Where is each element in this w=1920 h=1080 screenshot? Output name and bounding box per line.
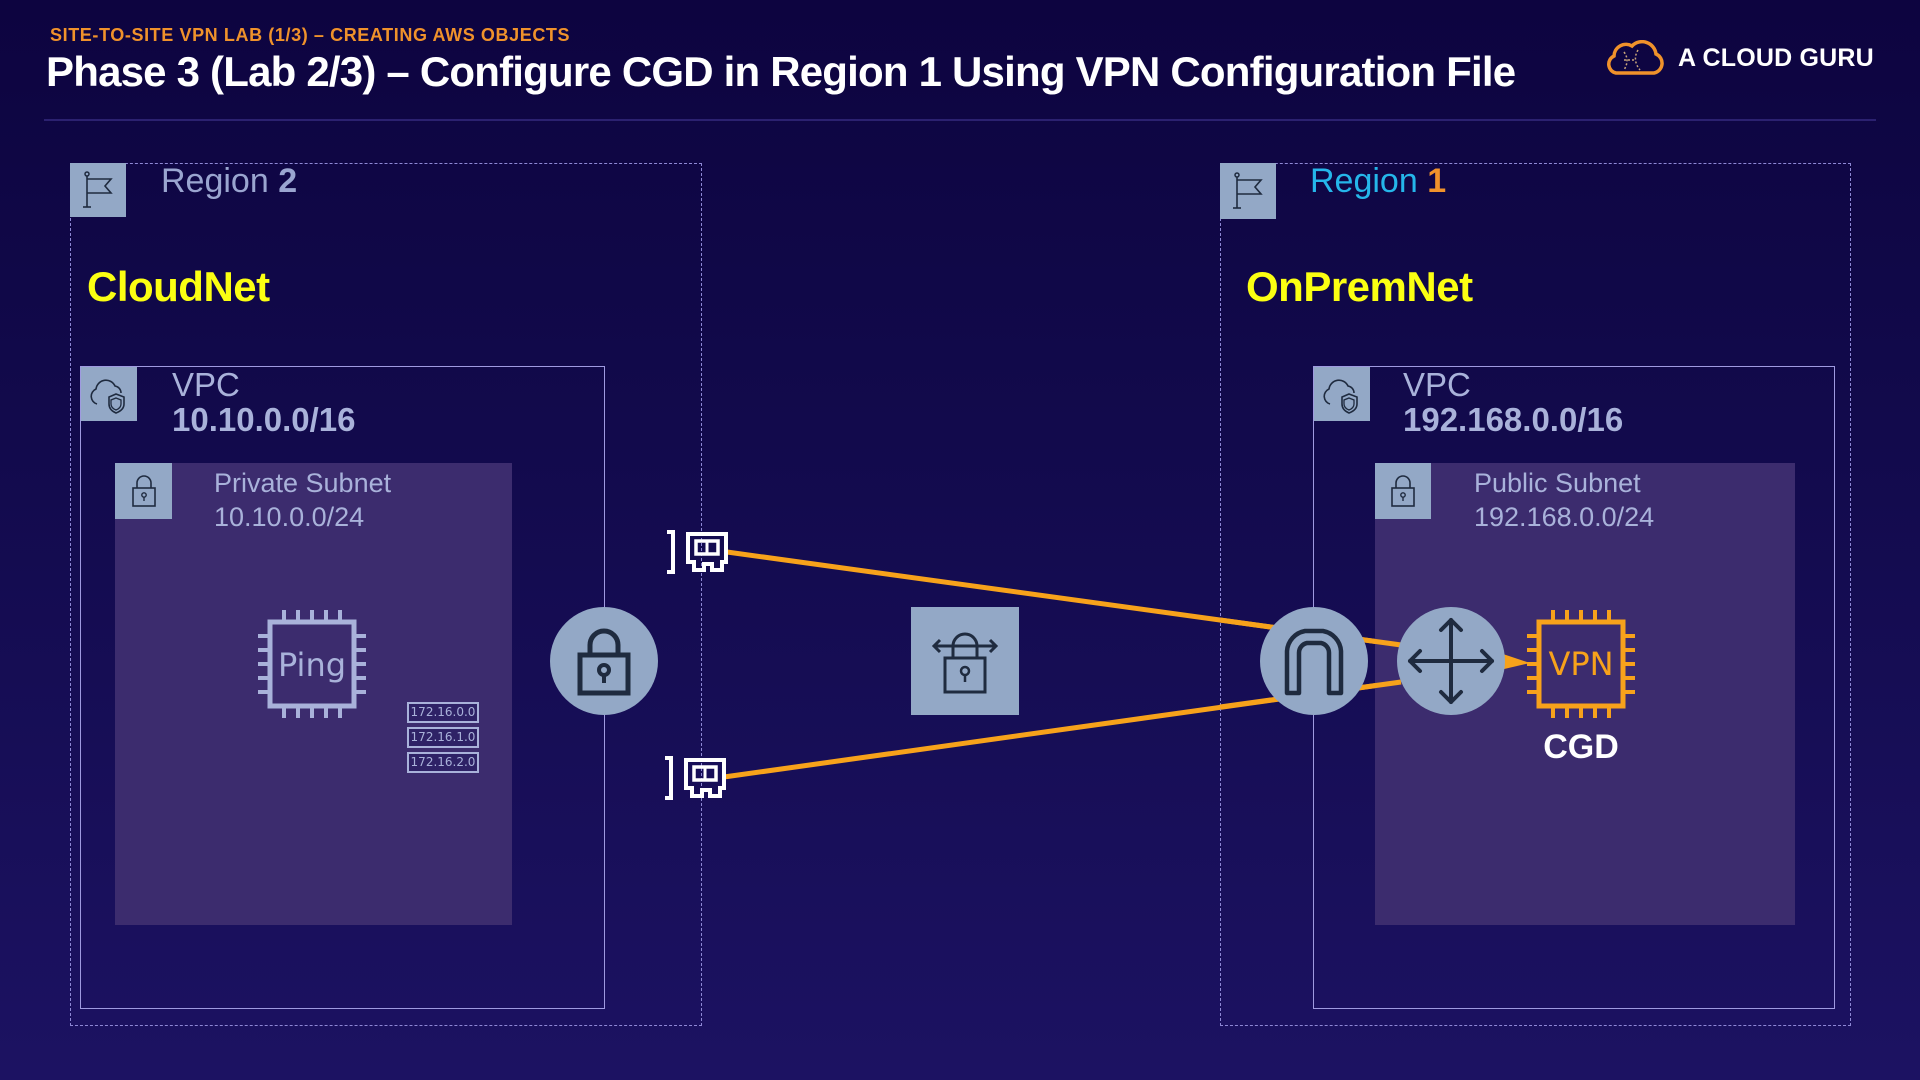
private-subnet bbox=[115, 463, 512, 925]
header-divider bbox=[44, 119, 1876, 121]
virtual-private-gateway[interactable] bbox=[550, 607, 658, 715]
logo-text: A CLOUD GURU bbox=[1678, 43, 1874, 72]
network-name-cloudnet: CloudNet bbox=[87, 263, 270, 310]
cloud-shield-icon bbox=[1314, 367, 1370, 421]
vpc-cidr-right: 192.168.0.0/16 bbox=[1403, 401, 1624, 438]
instance-label-ping: Ping bbox=[277, 646, 347, 684]
region-number: 2 bbox=[278, 162, 298, 200]
vpc-label-left: VPC bbox=[172, 366, 240, 403]
brand-logo: A CLOUD GURU bbox=[1604, 38, 1874, 78]
padlock-icon bbox=[115, 463, 172, 519]
vpc-cidr-left: 10.10.0.0/16 bbox=[172, 401, 356, 438]
route-entry: 172.16.1.0 bbox=[407, 727, 479, 748]
chip-icon bbox=[1527, 610, 1635, 718]
region-word: Region bbox=[161, 162, 269, 200]
subnet-label-left: Private Subnet bbox=[214, 468, 392, 498]
vpc-label-right: VPC bbox=[1403, 366, 1471, 403]
vpn-connection-icon bbox=[931, 632, 999, 694]
padlock-icon bbox=[577, 628, 631, 696]
cloud-logo-icon bbox=[1604, 40, 1666, 76]
customer-gateway-device[interactable]: VPN bbox=[1525, 608, 1637, 720]
network-name-onpremnet: OnPremNet bbox=[1246, 263, 1473, 310]
region-2-label: Region 2 bbox=[161, 162, 297, 201]
router-arrows-icon bbox=[1408, 618, 1494, 704]
region-word: Region bbox=[1310, 162, 1418, 200]
network-interface-icon[interactable] bbox=[662, 754, 730, 802]
subnet-cidr-left: 10.10.0.0/24 bbox=[214, 502, 365, 532]
internet-gateway[interactable] bbox=[1260, 607, 1368, 715]
ping-instance[interactable]: Ping bbox=[256, 608, 368, 720]
region-number: 1 bbox=[1427, 162, 1447, 200]
region-2-container bbox=[70, 163, 702, 1026]
flag-icon bbox=[1220, 163, 1276, 219]
router[interactable] bbox=[1397, 607, 1505, 715]
route-entry: 172.16.0.0 bbox=[407, 702, 479, 723]
route-table[interactable]: 172.16.0.0 172.16.1.0 172.16.2.0 bbox=[407, 702, 479, 773]
internet-gateway-icon bbox=[1284, 628, 1344, 696]
instance-label-vpn: VPN bbox=[1548, 645, 1614, 683]
region-1-container bbox=[1220, 163, 1851, 1026]
cgd-caption: CGD bbox=[1543, 728, 1619, 766]
slide-subtitle: SITE-TO-SITE VPN LAB (1/3) – CREATING AW… bbox=[50, 25, 571, 45]
subnet-cidr-right: 192.168.0.0/24 bbox=[1474, 502, 1655, 532]
vpn-connection[interactable] bbox=[911, 607, 1019, 715]
route-entry: 172.16.2.0 bbox=[407, 752, 479, 773]
network-interface-icon[interactable] bbox=[664, 528, 732, 576]
chip-icon bbox=[258, 610, 366, 718]
flag-icon bbox=[70, 163, 126, 217]
slide-title: Phase 3 (Lab 2/3) – Configure CGD in Reg… bbox=[46, 48, 1516, 95]
subnet-label-right: Public Subnet bbox=[1474, 468, 1641, 498]
padlock-icon bbox=[1375, 463, 1431, 519]
region-1-label: Region 1 bbox=[1310, 162, 1446, 201]
cloud-shield-icon bbox=[81, 367, 137, 421]
